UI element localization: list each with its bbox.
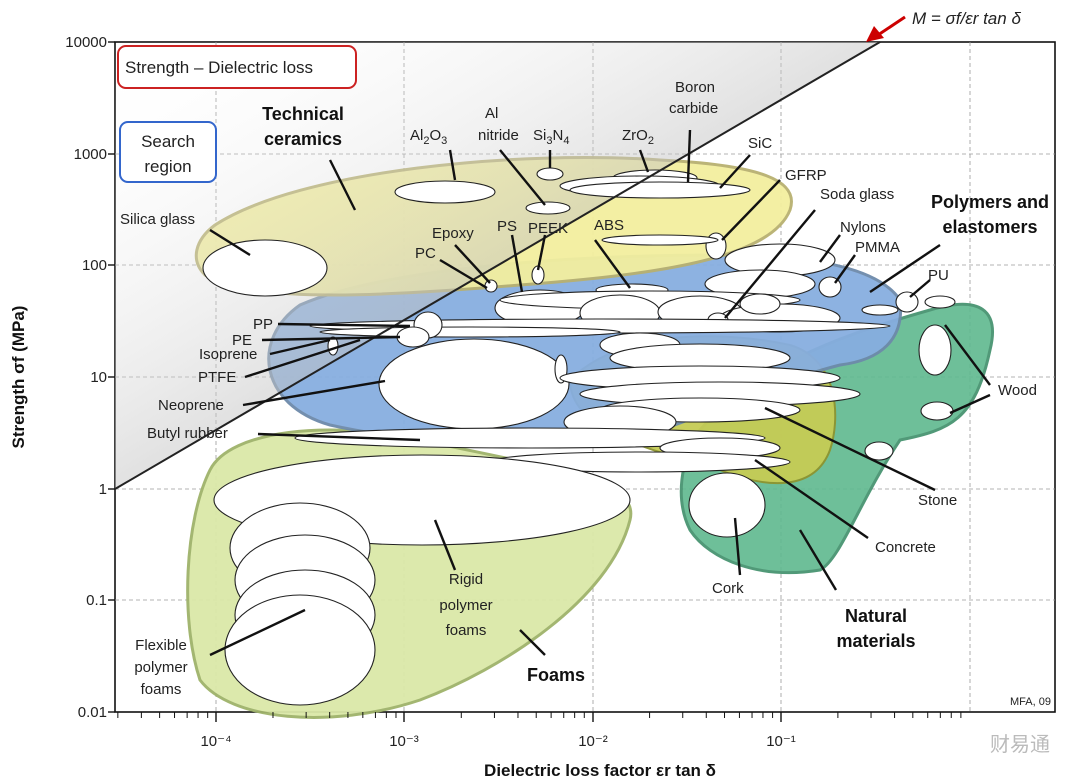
bubble-neoprene bbox=[378, 338, 570, 430]
label-pu: PU bbox=[928, 267, 949, 284]
bubble-wood-2 bbox=[920, 401, 954, 421]
label-al: Al bbox=[485, 105, 498, 122]
label-nitride: nitride bbox=[478, 127, 519, 144]
bubble-pe bbox=[319, 326, 621, 338]
label-isoprene: Isoprene bbox=[199, 346, 257, 363]
label-stone: Stone bbox=[918, 492, 957, 509]
label-zro2: ZrO2 bbox=[622, 127, 654, 147]
chart-title: Strength – Dielectric loss bbox=[125, 58, 313, 77]
bubble-polymer-7 bbox=[861, 304, 899, 316]
y-tick-label: 10 bbox=[90, 369, 107, 386]
guide-line bbox=[114, 41, 881, 490]
label-technical: Technical bbox=[262, 104, 344, 124]
label-sic: SiC bbox=[748, 135, 772, 152]
y-tick-label: 10000 bbox=[65, 34, 107, 51]
material-bubbles bbox=[202, 167, 956, 706]
label-epoxy: Epoxy bbox=[432, 225, 474, 242]
label-boron: Boron bbox=[675, 79, 715, 96]
x-tick-label: 10⁻² bbox=[578, 733, 608, 750]
label-soda-glass: Soda glass bbox=[820, 186, 894, 203]
label-silica-glass: Silica glass bbox=[120, 211, 195, 228]
label-foams: Foams bbox=[527, 665, 585, 685]
guide-line-label: M = σf/εr tan δ bbox=[912, 9, 1021, 28]
x-tick-label: 10⁻⁴ bbox=[200, 733, 231, 750]
material-labels: Silica glass Al2O3 Al nitride Si3N4 ZrO2… bbox=[120, 79, 1037, 698]
bubble-wood-3 bbox=[864, 441, 894, 461]
bubble-pc bbox=[484, 279, 498, 293]
y-axis-label: Strength σf (MPa) bbox=[9, 306, 28, 449]
bubble-flex-foam-4 bbox=[224, 594, 376, 706]
label-al2o3: Al2O3 bbox=[410, 127, 447, 147]
bubble-al-nitride bbox=[525, 201, 571, 215]
search-region-line-1: Search bbox=[141, 132, 195, 151]
label-materials: materials bbox=[836, 631, 915, 651]
label-pp: PP bbox=[253, 316, 273, 333]
search-region-line-2: region bbox=[144, 157, 191, 176]
bubble-wood-1 bbox=[918, 324, 952, 376]
label-carbide: carbide bbox=[669, 100, 718, 117]
y-tick-label: 1000 bbox=[74, 146, 107, 163]
bubble-si3n4 bbox=[536, 167, 564, 181]
label-flexible: Flexible bbox=[135, 637, 187, 654]
label-nylons: Nylons bbox=[840, 219, 886, 236]
credit: MFA, 09 bbox=[1010, 696, 1051, 708]
y-axis: 10000 1000 100 10 1 0.1 0.01 bbox=[65, 34, 115, 721]
family-labels: Technical ceramics Polymers and elastome… bbox=[262, 104, 1049, 685]
y-tick-label: 100 bbox=[82, 257, 107, 274]
bubble-butyl-2 bbox=[294, 427, 766, 449]
guide-arrow bbox=[866, 15, 906, 42]
label-ps: PS bbox=[497, 218, 517, 235]
label-si3n4: Si3N4 bbox=[533, 127, 569, 147]
watermark: 财易通 bbox=[990, 732, 1050, 756]
label-foams-r: foams bbox=[446, 622, 487, 639]
label-concrete: Concrete bbox=[875, 539, 936, 556]
bubble-pu bbox=[895, 291, 919, 313]
label-pc: PC bbox=[415, 245, 436, 262]
label-natural: Natural bbox=[845, 606, 907, 626]
label-elastomers: elastomers bbox=[942, 217, 1037, 237]
label-neoprene: Neoprene bbox=[158, 397, 224, 414]
label-polymer-r: polymer bbox=[439, 597, 492, 614]
y-tick-label: 0.01 bbox=[78, 704, 107, 721]
label-ptfe: PTFE bbox=[198, 369, 236, 386]
label-wood: Wood bbox=[998, 382, 1037, 399]
bubble-pe-3 bbox=[396, 326, 430, 348]
x-tick-label: 10⁻¹ bbox=[766, 733, 796, 750]
bubble-al2o3 bbox=[394, 180, 496, 204]
y-tick-label: 0.1 bbox=[86, 592, 107, 609]
x-axis: 10⁻⁴ 10⁻³ 10⁻² 10⁻¹ bbox=[117, 712, 962, 750]
label-cork: Cork bbox=[712, 580, 744, 597]
label-butyl: Butyl rubber bbox=[147, 425, 228, 442]
label-pe: PE bbox=[232, 332, 252, 349]
bubble-pu-2 bbox=[924, 295, 956, 309]
bubble-epoxy bbox=[601, 234, 719, 246]
search-region-box: Search region bbox=[119, 121, 217, 183]
bubble-cork bbox=[688, 472, 766, 538]
label-rigid: Rigid bbox=[449, 571, 483, 588]
label-gfrp: GFRP bbox=[785, 167, 827, 184]
x-axis-label: Dielectric loss factor εr tan δ bbox=[484, 761, 716, 780]
label-polymers-and: Polymers and bbox=[931, 192, 1049, 212]
chart-title-box: Strength – Dielectric loss bbox=[117, 45, 357, 89]
leader-lines bbox=[209, 129, 991, 657]
label-ceramics: ceramics bbox=[264, 129, 342, 149]
label-polymer-f: polymer bbox=[134, 659, 187, 676]
label-abs: ABS bbox=[594, 217, 624, 234]
y-tick-label: 1 bbox=[99, 481, 107, 498]
label-foams-f: foams bbox=[141, 681, 182, 698]
bubble-sic bbox=[569, 181, 751, 199]
label-peek: PEEK bbox=[528, 220, 568, 237]
bubble-polymer-6 bbox=[739, 293, 781, 315]
x-tick-label: 10⁻³ bbox=[389, 733, 419, 750]
label-pmma: PMMA bbox=[855, 239, 900, 256]
bubble-silica-glass bbox=[202, 239, 328, 297]
